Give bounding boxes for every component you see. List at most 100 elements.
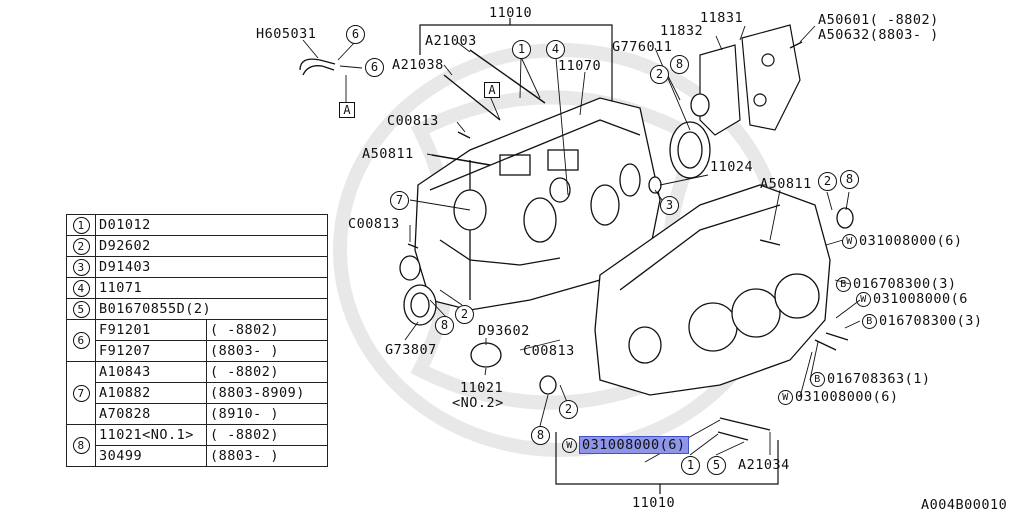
label-a21034: A21034 <box>738 457 790 473</box>
legend-code: 11071 <box>95 277 328 299</box>
legend-range: ( -8802) <box>206 424 328 446</box>
callout-2: 2 <box>455 305 474 324</box>
label-11832: 11832 <box>660 23 704 39</box>
b-symbol: B <box>862 314 877 329</box>
callout-8: 8 <box>670 55 689 74</box>
w-symbol: W <box>856 292 871 307</box>
legend-callout-4: 4 <box>72 279 90 297</box>
label-a50811-right: A50811 <box>760 176 812 192</box>
box-a-mid: A <box>484 82 500 98</box>
label-g776011: G776011 <box>612 39 673 55</box>
legend-range: (8803- ) <box>206 445 328 467</box>
top-bracket <box>419 18 613 120</box>
callout-8: 8 <box>840 170 859 189</box>
breather-hose <box>299 58 336 76</box>
part-11010-top: 11010 <box>489 5 533 21</box>
legend-row: 3 D91403 <box>66 256 328 278</box>
box-a-left: A <box>339 102 355 118</box>
w-symbol: W <box>842 234 857 249</box>
legend-code: D91403 <box>95 256 328 278</box>
callout-3: 3 <box>660 196 679 215</box>
legend-row: 4 11071 <box>66 277 328 299</box>
b-symbol: B <box>836 277 851 292</box>
figure-code: A004B00010 <box>921 497 1008 513</box>
legend-row: 6 F91201 ( -8802) <box>66 319 328 362</box>
legend-code: A70828 <box>95 403 207 425</box>
legend-range: (8803-8909) <box>206 382 328 404</box>
label-11024: 11024 <box>710 159 754 175</box>
legend-range: (8803- ) <box>206 340 328 362</box>
callout-4: 4 <box>546 40 565 59</box>
callout-8: 8 <box>435 316 454 335</box>
bolts <box>407 41 849 441</box>
legend-code: F91207 <box>95 340 207 362</box>
label-g73807: G73807 <box>385 342 437 358</box>
label-a21038: A21038 <box>392 57 444 73</box>
b-symbol: B <box>810 372 825 387</box>
label-a50601: A50601( -8802) <box>818 12 939 28</box>
callout-6: 6 <box>346 25 365 44</box>
callout-2: 2 <box>650 65 669 84</box>
gasket-and-cover <box>699 24 801 136</box>
bottom-bracket <box>555 432 779 494</box>
legend-code: F91201 <box>95 319 207 341</box>
legend-row: 2 D92602 <box>66 235 328 257</box>
oil-seals <box>399 93 854 395</box>
legend-code: D92602 <box>95 235 328 257</box>
legend-range: ( -8802) <box>206 361 328 383</box>
legend-row: 8 11021<NO.1> ( -8802) <box>66 424 328 467</box>
callout-1: 1 <box>512 40 531 59</box>
legend-row: 30499 (8803- ) <box>67 445 328 467</box>
label-d93602: D93602 <box>478 323 530 339</box>
legend-callout-5: 5 <box>72 300 90 318</box>
legend-row: 5 B01670855D(2) <box>66 298 328 320</box>
legend-code: D01012 <box>95 214 328 236</box>
callout-8: 8 <box>531 426 550 445</box>
legend-row: 1 D01012 <box>66 214 328 236</box>
legend-code: B01670855D(2) <box>95 298 328 320</box>
legend-row: 7 A10843 ( -8802) <box>66 361 328 425</box>
label-a50632: A50632(8803- ) <box>818 27 939 43</box>
part-11010-bottom: 11010 <box>632 495 676 511</box>
callout-6: 6 <box>365 58 384 77</box>
legend-row: F91207 (8803- ) <box>67 340 328 362</box>
w-symbol: W <box>562 438 577 453</box>
label-a50811-left: A50811 <box>362 146 414 162</box>
legend-code: 11021<NO.1> <box>95 424 207 446</box>
highlighted-part-number[interactable]: 031008000(6) <box>579 436 689 454</box>
label-11070: 11070 <box>558 58 602 74</box>
label-11021: 11021 <box>460 380 504 396</box>
legend-code: A10882 <box>95 382 207 404</box>
legend-callout-2: 2 <box>72 237 90 255</box>
label-11831: 11831 <box>700 10 744 26</box>
legend-callout-6: 6 <box>72 332 90 349</box>
right-crankcase-half <box>594 184 831 396</box>
callout-7: 7 <box>390 191 409 210</box>
label-a21003: A21003 <box>425 33 477 49</box>
legend-code: A10843 <box>95 361 207 383</box>
parts-legend-table: 1 D01012 2 D92602 3 D91403 4 11071 5 B01… <box>66 214 328 467</box>
callout-1: 1 <box>681 456 700 475</box>
label-c00813-top: C00813 <box>387 113 439 129</box>
label-h605031: H605031 <box>256 26 317 42</box>
legend-range: (8910- ) <box>206 403 328 425</box>
legend-code: 30499 <box>95 445 207 467</box>
legend-row: A70828 (8910- ) <box>67 403 328 425</box>
legend-callout-3: 3 <box>72 258 90 276</box>
legend-callout-1: 1 <box>72 216 90 234</box>
callout-2: 2 <box>559 400 578 419</box>
legend-callout-8: 8 <box>72 437 90 454</box>
label-c00813-low: C00813 <box>523 343 575 359</box>
legend-row: A10882 (8803-8909) <box>67 382 328 404</box>
callout-2: 2 <box>818 172 837 191</box>
label-c00813-mid: C00813 <box>348 216 400 232</box>
legend-range: ( -8802) <box>206 319 328 341</box>
